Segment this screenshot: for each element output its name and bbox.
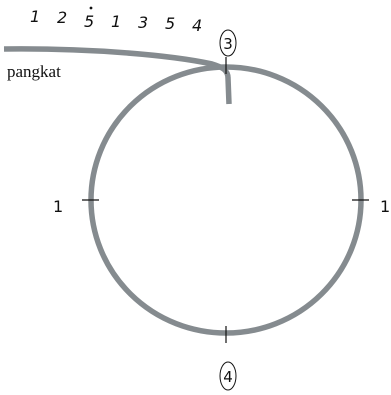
sequence-digit-6: 5 — [165, 14, 175, 33]
sequence-digit-5: 3 — [138, 13, 148, 32]
circled-number-bottom: 4 — [219, 361, 237, 391]
sequence-digit-4: 1 — [111, 12, 121, 31]
circled-number-top: 3 — [219, 29, 237, 57]
left-label: 1 — [53, 197, 63, 216]
pangkat-label: pangkat — [7, 62, 61, 81]
sequence-digit-3: 5 — [84, 12, 94, 31]
main-circle — [88, 64, 364, 336]
right-label: 1 — [380, 197, 390, 216]
circled-number-top-text: 3 — [223, 35, 233, 53]
sequence-digit-1: 1 — [30, 7, 40, 26]
dot-above-digit — [89, 6, 93, 10]
circled-number-bottom-text: 4 — [223, 368, 233, 386]
sequence-digit-2: 2 — [57, 8, 67, 27]
number-sequence: 1 2 5 1 3 5 4 — [30, 6, 202, 35]
sequence-digit-7: 4 — [192, 16, 202, 35]
